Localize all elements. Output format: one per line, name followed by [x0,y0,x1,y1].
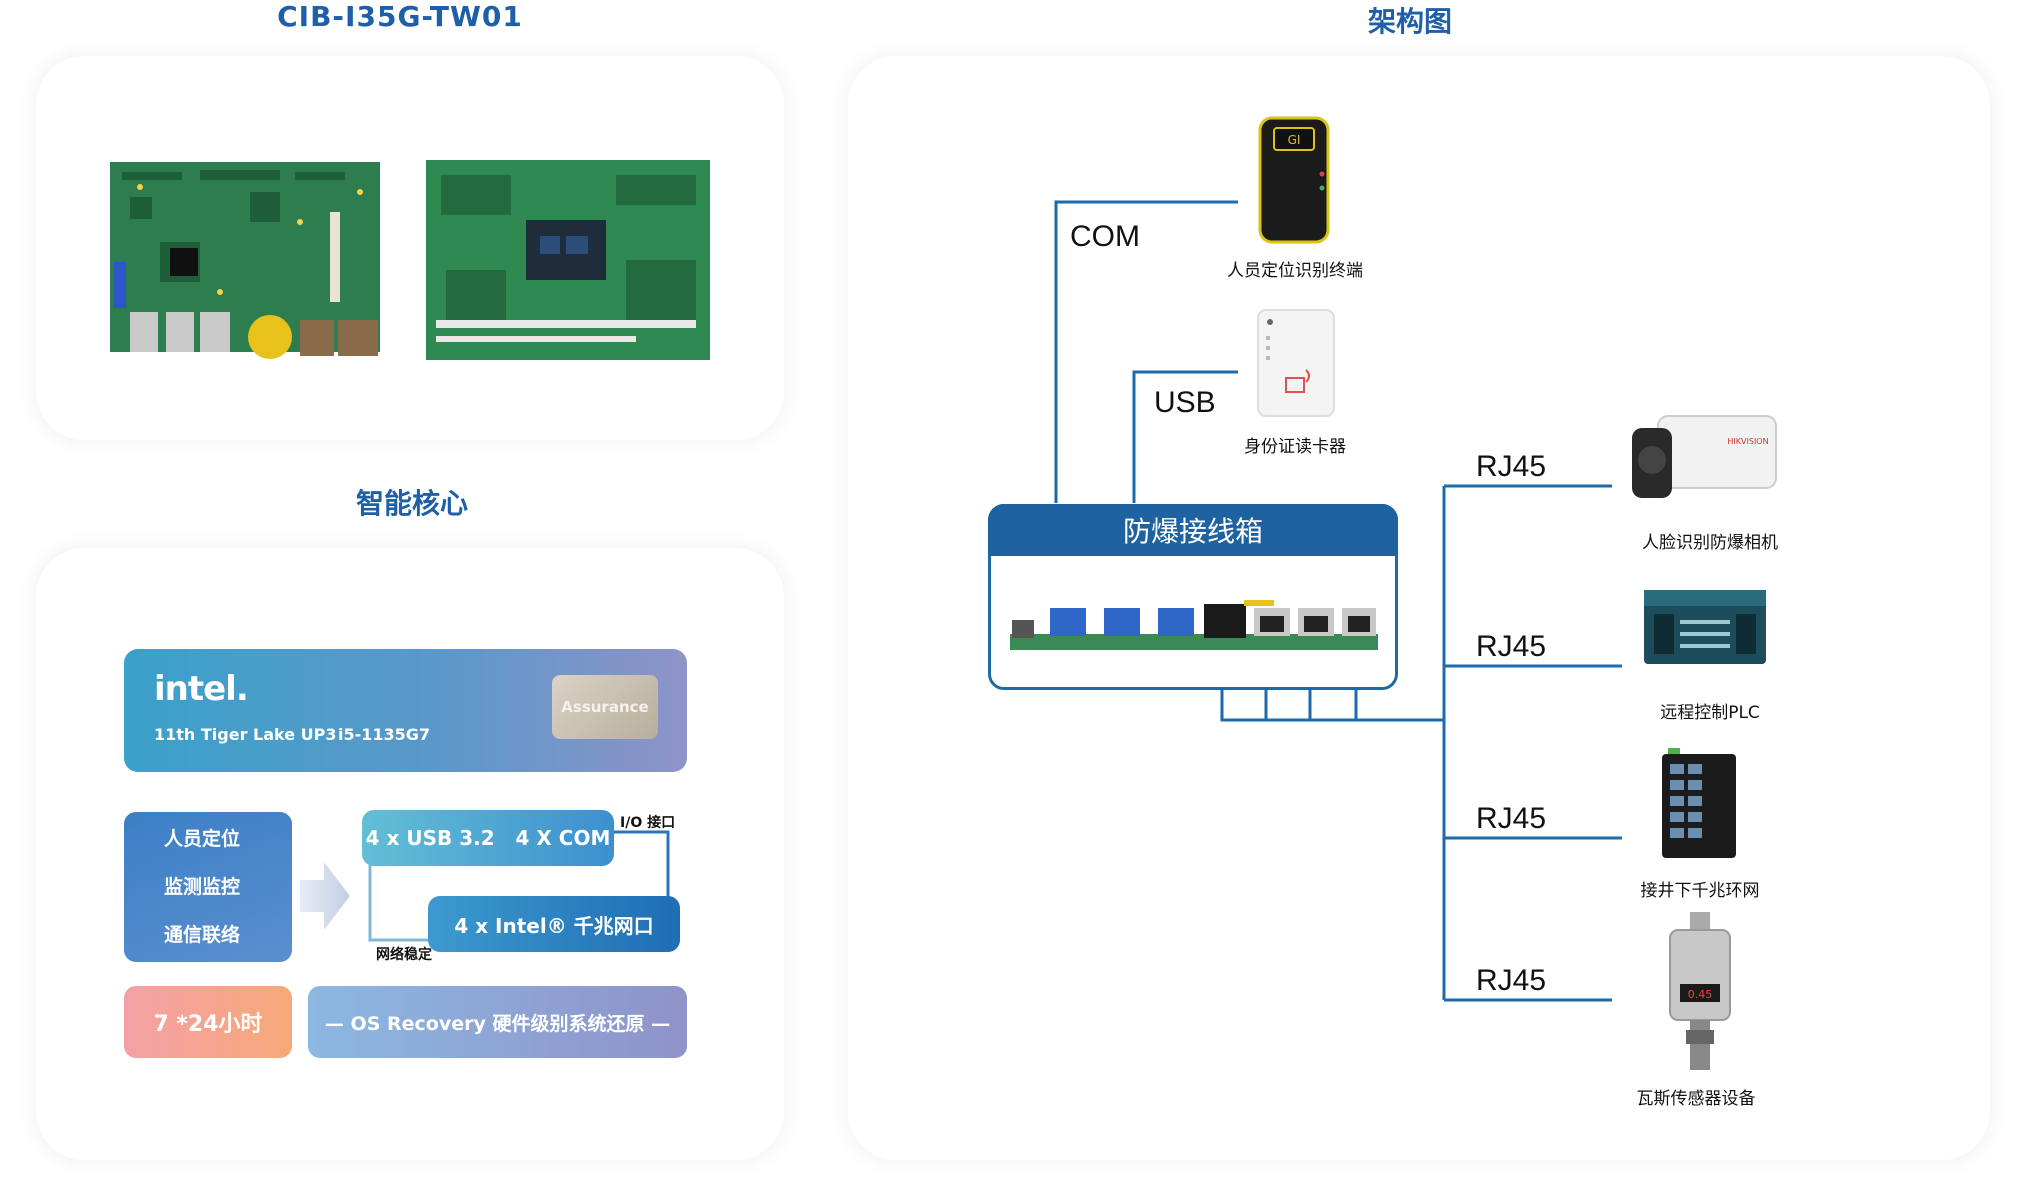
explosion-proof-camera-icon: HIKVISION [1632,415,1777,498]
com-label: COM [1070,220,1140,253]
feature-personnel-positioning: 人员定位 [164,828,241,850]
junction-box-header: 防爆接线箱 [988,504,1398,556]
product-title: CIB-I35G-TW01 [277,0,523,33]
feature-monitoring: 监测监控 [164,876,241,898]
intel-logo: intel. [154,669,249,709]
os-recovery-pill: — OS Recovery 硬件级别系统还原 — [308,986,687,1058]
usb-com-pill: 4 x USB 3.2 4 X COM [362,810,614,866]
rj45-label-network: RJ45 [1476,802,1547,835]
assurance-badge: Assurance [552,675,658,739]
device-label-id-reader: 身份证读卡器 [1244,437,1346,457]
device-label-network: 接井下千兆环网 [1640,881,1760,901]
cpu-model: i5-1135G7 [338,725,431,744]
rj45-label-plc: RJ45 [1476,630,1547,663]
usb-label: USB [1154,386,1216,419]
device-label-gas-sensor: 瓦斯传感器设备 [1636,1089,1756,1109]
plc-controller-icon [1644,590,1766,664]
rj45-label-gas-sensor: RJ45 [1476,964,1547,997]
intel-cpu-card: intel. 11th Tiger Lake UP3 i5-1135G7 Ass… [124,649,687,772]
network-switch-icon [1662,748,1736,858]
architecture-title: 架构图 [1367,5,1452,38]
camera-brand-text: HIKVISION [1727,437,1768,446]
arrow-right-icon [300,862,350,930]
uptime-pill: 7 *24小时 [124,986,292,1058]
board-front-photo [110,162,380,359]
rj45-label-camera: RJ45 [1476,450,1547,483]
section-title: 智能核心 [355,487,468,520]
network-stable-label: 网络稳定 [376,947,432,963]
sensor-display-value: 0.45 [1688,988,1713,1001]
gas-sensor-icon: 0.45 [1669,912,1731,1070]
io-panel-photo [1010,600,1378,650]
board-back-photo [426,160,710,360]
device-label-camera: 人脸识别防爆相机 [1642,533,1778,553]
id-card-reader-icon [1257,309,1335,417]
feature-communication: 通信联络 [164,924,241,946]
cpu-generation: 11th Tiger Lake UP3 [154,725,337,744]
positioning-terminal-icon: GI [1258,116,1330,244]
terminal-screen-text: GI [1288,133,1301,147]
features-box [124,812,292,962]
lan-pill: 4 x Intel® 千兆网口 [428,896,680,952]
board-photo-card [36,56,784,440]
io-interface-label: I/O 接口 [620,815,676,831]
device-label-plc: 远程控制PLC [1660,703,1760,723]
device-label-terminal: 人员定位识别终端 [1227,261,1363,281]
